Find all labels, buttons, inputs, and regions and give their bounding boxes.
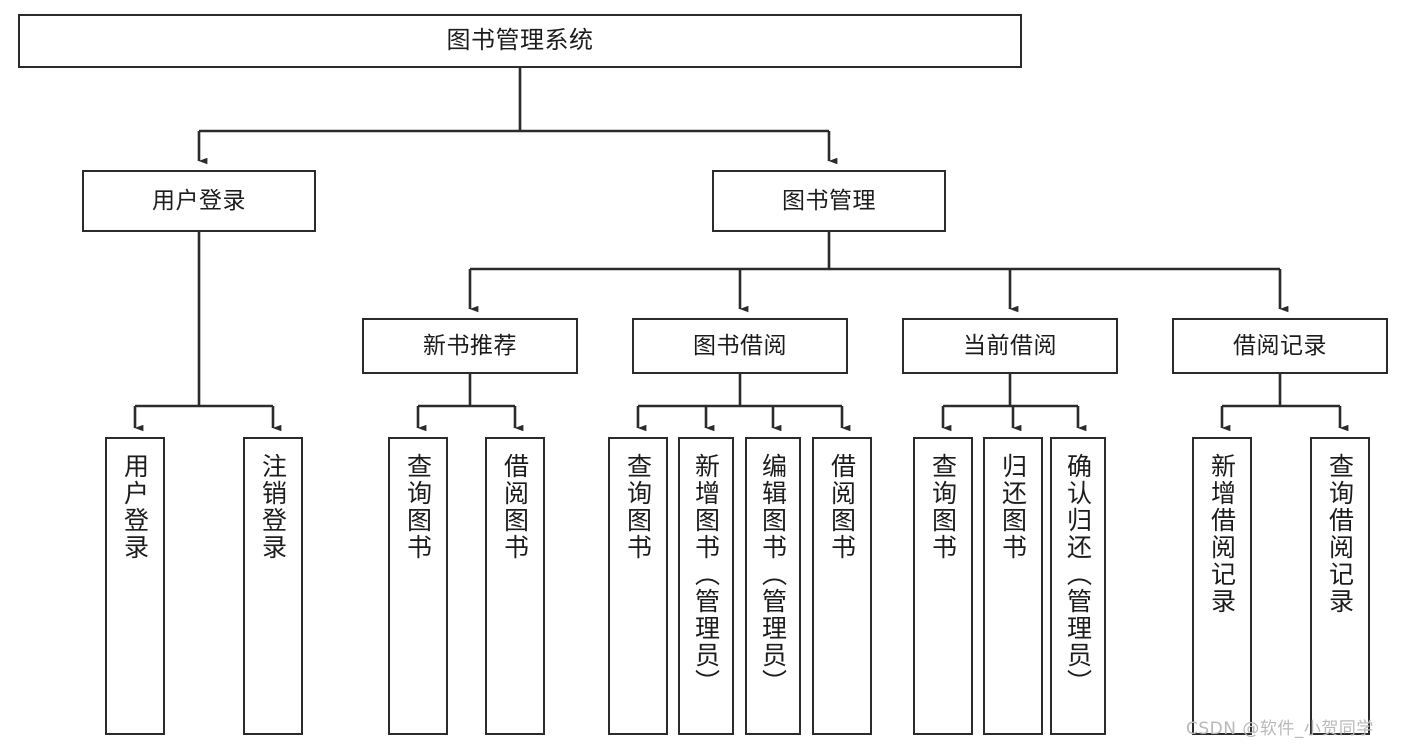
node-label-new-book-recommend: 新书推荐 xyxy=(423,332,517,359)
node-label-leaf-add-record: 新增借阅记录 xyxy=(1207,453,1237,615)
node-root[interactable]: 图书管理系统 xyxy=(18,14,1022,68)
node-new-book-recommend[interactable]: 新书推荐 xyxy=(362,318,578,374)
node-label-leaf-borrow-book-1: 借阅图书 xyxy=(500,453,530,561)
node-label-book-borrow: 图书借阅 xyxy=(693,332,787,359)
node-leaf-query-book-3[interactable]: 查询图书 xyxy=(913,437,973,735)
node-label-leaf-query-record: 查询借阅记录 xyxy=(1325,453,1355,615)
node-label-leaf-confirm-return: 确认归还（管理员） xyxy=(1063,453,1093,696)
node-leaf-borrow-book-1[interactable]: 借阅图书 xyxy=(485,437,545,735)
node-leaf-logout[interactable]: 注销登录 xyxy=(243,437,303,735)
node-label-leaf-borrow-book-2: 借阅图书 xyxy=(827,453,857,561)
node-label-leaf-query-book-3: 查询图书 xyxy=(928,453,958,561)
connector-bar-new-book-recommend xyxy=(418,374,515,408)
node-label-leaf-return-book: 归还图书 xyxy=(998,453,1028,561)
node-label-root: 图书管理系统 xyxy=(446,26,594,55)
node-label-book-manage: 图书管理 xyxy=(782,187,876,214)
watermark-text: CSDN @软件_小贺同学 xyxy=(1186,719,1374,739)
node-leaf-return-book[interactable]: 归还图书 xyxy=(983,437,1043,735)
connector-bar-root xyxy=(199,68,829,133)
node-user-login[interactable]: 用户登录 xyxy=(82,170,316,232)
node-label-borrow-record: 借阅记录 xyxy=(1233,332,1327,359)
node-leaf-query-record[interactable]: 查询借阅记录 xyxy=(1310,437,1370,735)
connector-bar-current-borrow xyxy=(943,374,1078,408)
connector-bar-borrow-record xyxy=(1222,374,1340,408)
node-leaf-query-book-1[interactable]: 查询图书 xyxy=(388,437,448,735)
node-leaf-add-book[interactable]: 新增图书（管理员） xyxy=(678,437,734,735)
node-borrow-record[interactable]: 借阅记录 xyxy=(1172,318,1388,374)
node-book-manage[interactable]: 图书管理 xyxy=(712,170,946,232)
node-label-leaf-query-book-2: 查询图书 xyxy=(623,453,653,561)
connector-bar-book-borrow xyxy=(638,374,842,408)
node-leaf-query-book-2[interactable]: 查询图书 xyxy=(608,437,668,735)
node-label-leaf-user-login: 用户登录 xyxy=(120,453,150,561)
connector-bar-user-login xyxy=(135,232,273,408)
node-leaf-confirm-return[interactable]: 确认归还（管理员） xyxy=(1050,437,1106,735)
connector-bar-book-manage xyxy=(470,232,1280,271)
node-label-current-borrow: 当前借阅 xyxy=(963,332,1057,359)
node-leaf-add-record[interactable]: 新增借阅记录 xyxy=(1192,437,1252,735)
node-leaf-user-login[interactable]: 用户登录 xyxy=(105,437,165,735)
node-leaf-borrow-book-2[interactable]: 借阅图书 xyxy=(812,437,872,735)
node-label-leaf-query-book-1: 查询图书 xyxy=(403,453,433,561)
node-current-borrow[interactable]: 当前借阅 xyxy=(902,318,1118,374)
node-label-leaf-edit-book: 编辑图书（管理员） xyxy=(758,453,788,696)
node-label-user-login: 用户登录 xyxy=(152,187,246,214)
node-label-leaf-add-book: 新增图书（管理员） xyxy=(691,453,721,696)
node-leaf-edit-book[interactable]: 编辑图书（管理员） xyxy=(745,437,801,735)
node-label-leaf-logout: 注销登录 xyxy=(258,453,288,561)
node-book-borrow[interactable]: 图书借阅 xyxy=(632,318,848,374)
